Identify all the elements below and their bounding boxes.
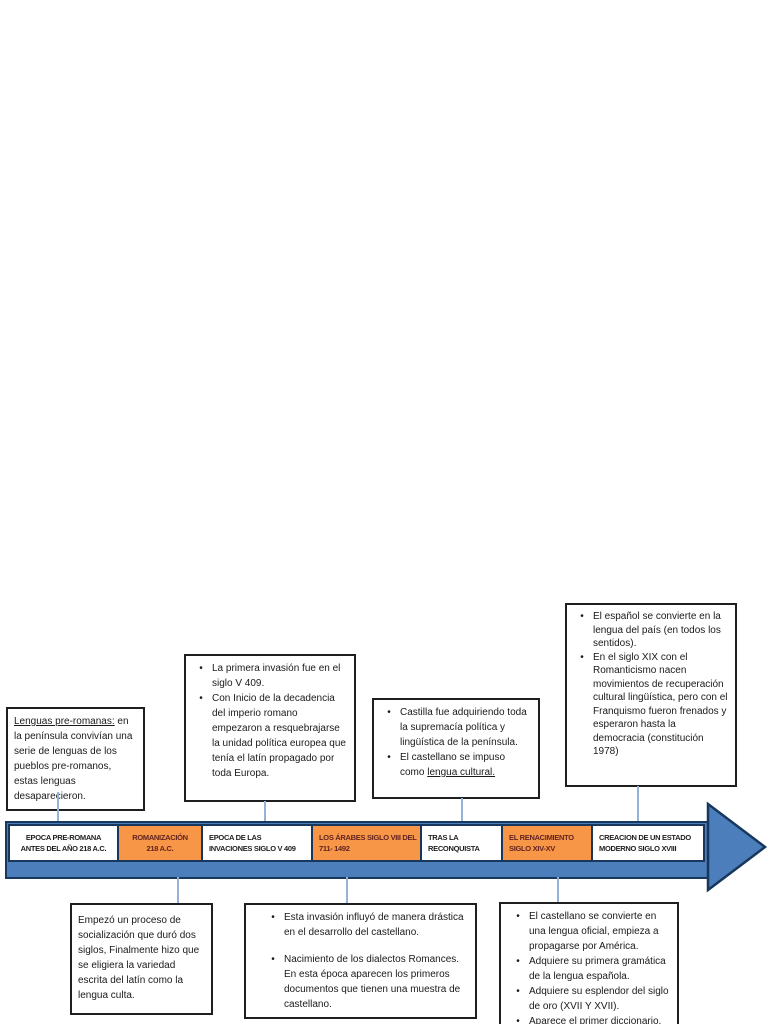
bullet-item: • Adquiere su esplendor del siglo de oro… — [507, 984, 671, 1014]
bullet-item: • Esta invasión influyó de manera drásti… — [262, 910, 469, 940]
note-text: Empezó un proceso de socialización que d… — [78, 915, 200, 1001]
bullet-icon: • — [516, 986, 520, 997]
bullet-text-part: El castellano se impuso como — [400, 752, 506, 778]
segment-label-line: MODERNO SIGLO XVIII — [599, 844, 677, 853]
bullet-item: • Con Inicio de la decadencia del imperi… — [190, 691, 348, 781]
bullet-text: Adquiere su primera gramática de la leng… — [529, 956, 666, 982]
bullet-icon: • — [199, 663, 203, 674]
segment-estado-moderno: CREACION DE UN ESTADO MODERNO SIGLO XVII… — [591, 824, 705, 862]
bullet-icon: • — [271, 954, 275, 965]
bullet-icon: • — [271, 912, 275, 923]
bullet-text: El español se convierte en la lengua del… — [593, 611, 721, 649]
connector-line — [177, 877, 179, 903]
bullet-text: El castellano se impuso como lengua cult… — [400, 750, 532, 780]
connector-line — [557, 877, 559, 902]
segment-reconquista: TRAS LA RECONQUISTA — [420, 824, 503, 862]
bullet-text: Nacimiento de los dialectos Romances. En… — [284, 954, 461, 1010]
note-renacimiento: • El castellano se convierte en una leng… — [499, 902, 679, 1024]
note-arabes: • Esta invasión influyó de manera drásti… — [244, 903, 477, 1019]
segment-invasiones: EPOCA DE LAS INVACIONES SIGLO V 409 — [201, 824, 313, 862]
segment-label-line: EPOCA PRE-ROMANA — [25, 833, 102, 842]
bullet-item: • El castellano se impuso como lengua cu… — [378, 750, 532, 780]
bullet-text: La primera invasión fue en el siglo V 40… — [212, 663, 341, 689]
bullet-icon: • — [387, 752, 391, 763]
segment-label-line: SIGLO XIV-XV — [509, 844, 555, 853]
bullet-text: El castellano se convierte en una lengua… — [529, 911, 659, 952]
connector-line — [57, 792, 59, 824]
bullet-text-underlined: lengua cultural. — [427, 767, 496, 778]
connector-line — [461, 798, 463, 824]
bullet-item: • La primera invasión fue en el siglo V … — [190, 661, 348, 691]
segment-label-line: LOS ÁRABES SIGLO VIII DEL — [319, 833, 417, 842]
bullet-icon: • — [199, 693, 203, 704]
bullet-item: • Aparece el primer diccionario. — [507, 1014, 671, 1024]
bullet-text: Esta invasión influyó de manera drástica… — [284, 912, 464, 938]
connector-line — [637, 786, 639, 824]
note-romanizacion: Empezó un proceso de socialización que d… — [70, 903, 213, 1015]
segment-label-line: 711- 1492 — [319, 844, 350, 853]
bullet-text: Adquiere su esplendor del siglo de oro (… — [529, 986, 669, 1012]
segment-label-line: INVACIONES SIGLO V 409 — [209, 844, 296, 853]
segment-label-line: 218 A.C. — [146, 844, 174, 853]
bullet-text: Con Inicio de la decadencia del imperio … — [212, 693, 346, 779]
timeline-segments: EPOCA PRE-ROMANA ANTES DEL AÑO 218 A.C. … — [8, 824, 705, 862]
segment-epoca-pre-romana: EPOCA PRE-ROMANA ANTES DEL AÑO 218 A.C. — [8, 824, 119, 862]
segment-label-line: ROMANIZACIÓN — [132, 833, 188, 842]
note-text: Lenguas pre-romanas: en la península con… — [14, 714, 137, 804]
segment-label-line: EPOCA DE LAS — [209, 833, 262, 842]
segment-label-line: TRAS LA — [428, 833, 459, 842]
bullet-icon: • — [580, 611, 584, 622]
segment-label-line: ANTES DEL AÑO 218 A.C. — [20, 844, 107, 853]
segment-romanizacion: ROMANIZACIÓN 218 A.C. — [117, 824, 203, 862]
note-pre-romanas: Lenguas pre-romanas: en la península con… — [6, 707, 145, 811]
note-text-underlined: Lenguas pre-romanas: — [14, 716, 115, 727]
note-estado-moderno: • El español se convierte en la lengua d… — [565, 603, 737, 787]
bullet-text: Castilla fue adquiriendo toda la suprema… — [400, 707, 527, 748]
bullet-icon: • — [516, 956, 520, 967]
bullet-icon: • — [516, 911, 520, 922]
note-reconquista: • Castilla fue adquiriendo toda la supre… — [372, 698, 540, 799]
bullet-text: En el siglo XIX con el Romanticismo nace… — [593, 651, 728, 758]
bullet-icon: • — [580, 651, 584, 663]
bullet-icon: • — [516, 1016, 520, 1024]
segment-label-line: RECONQUISTA — [428, 844, 480, 853]
bullet-icon: • — [387, 707, 391, 718]
connector-line — [346, 877, 348, 903]
bullet-item: • En el siglo XIX con el Romanticismo na… — [571, 651, 729, 759]
note-invasiones: • La primera invasión fue en el siglo V … — [184, 654, 356, 802]
note-text-part: en la península convivían una serie de l… — [14, 716, 133, 802]
bullet-item: • El castellano se convierte en una leng… — [507, 909, 671, 954]
bullet-text: Aparece el primer diccionario. — [529, 1016, 662, 1024]
segment-label-line: CREACION DE UN ESTADO — [599, 833, 691, 842]
timeline-arrow-head-icon — [706, 801, 768, 893]
segment-arabes: LOS ÁRABES SIGLO VIII DEL 711- 1492 — [311, 824, 422, 862]
bullet-item: • El español se convierte en la lengua d… — [571, 610, 729, 651]
bullet-item: • Castilla fue adquiriendo toda la supre… — [378, 705, 532, 750]
connector-line — [264, 801, 266, 824]
bullet-item: • Adquiere su primera gramática de la le… — [507, 954, 671, 984]
segment-renacimiento: EL RENACIMIENTO SIGLO XIV-XV — [501, 824, 593, 862]
bullet-item: • Nacimiento de los dialectos Romances. … — [262, 952, 469, 1012]
segment-label-line: EL RENACIMIENTO — [509, 833, 574, 842]
